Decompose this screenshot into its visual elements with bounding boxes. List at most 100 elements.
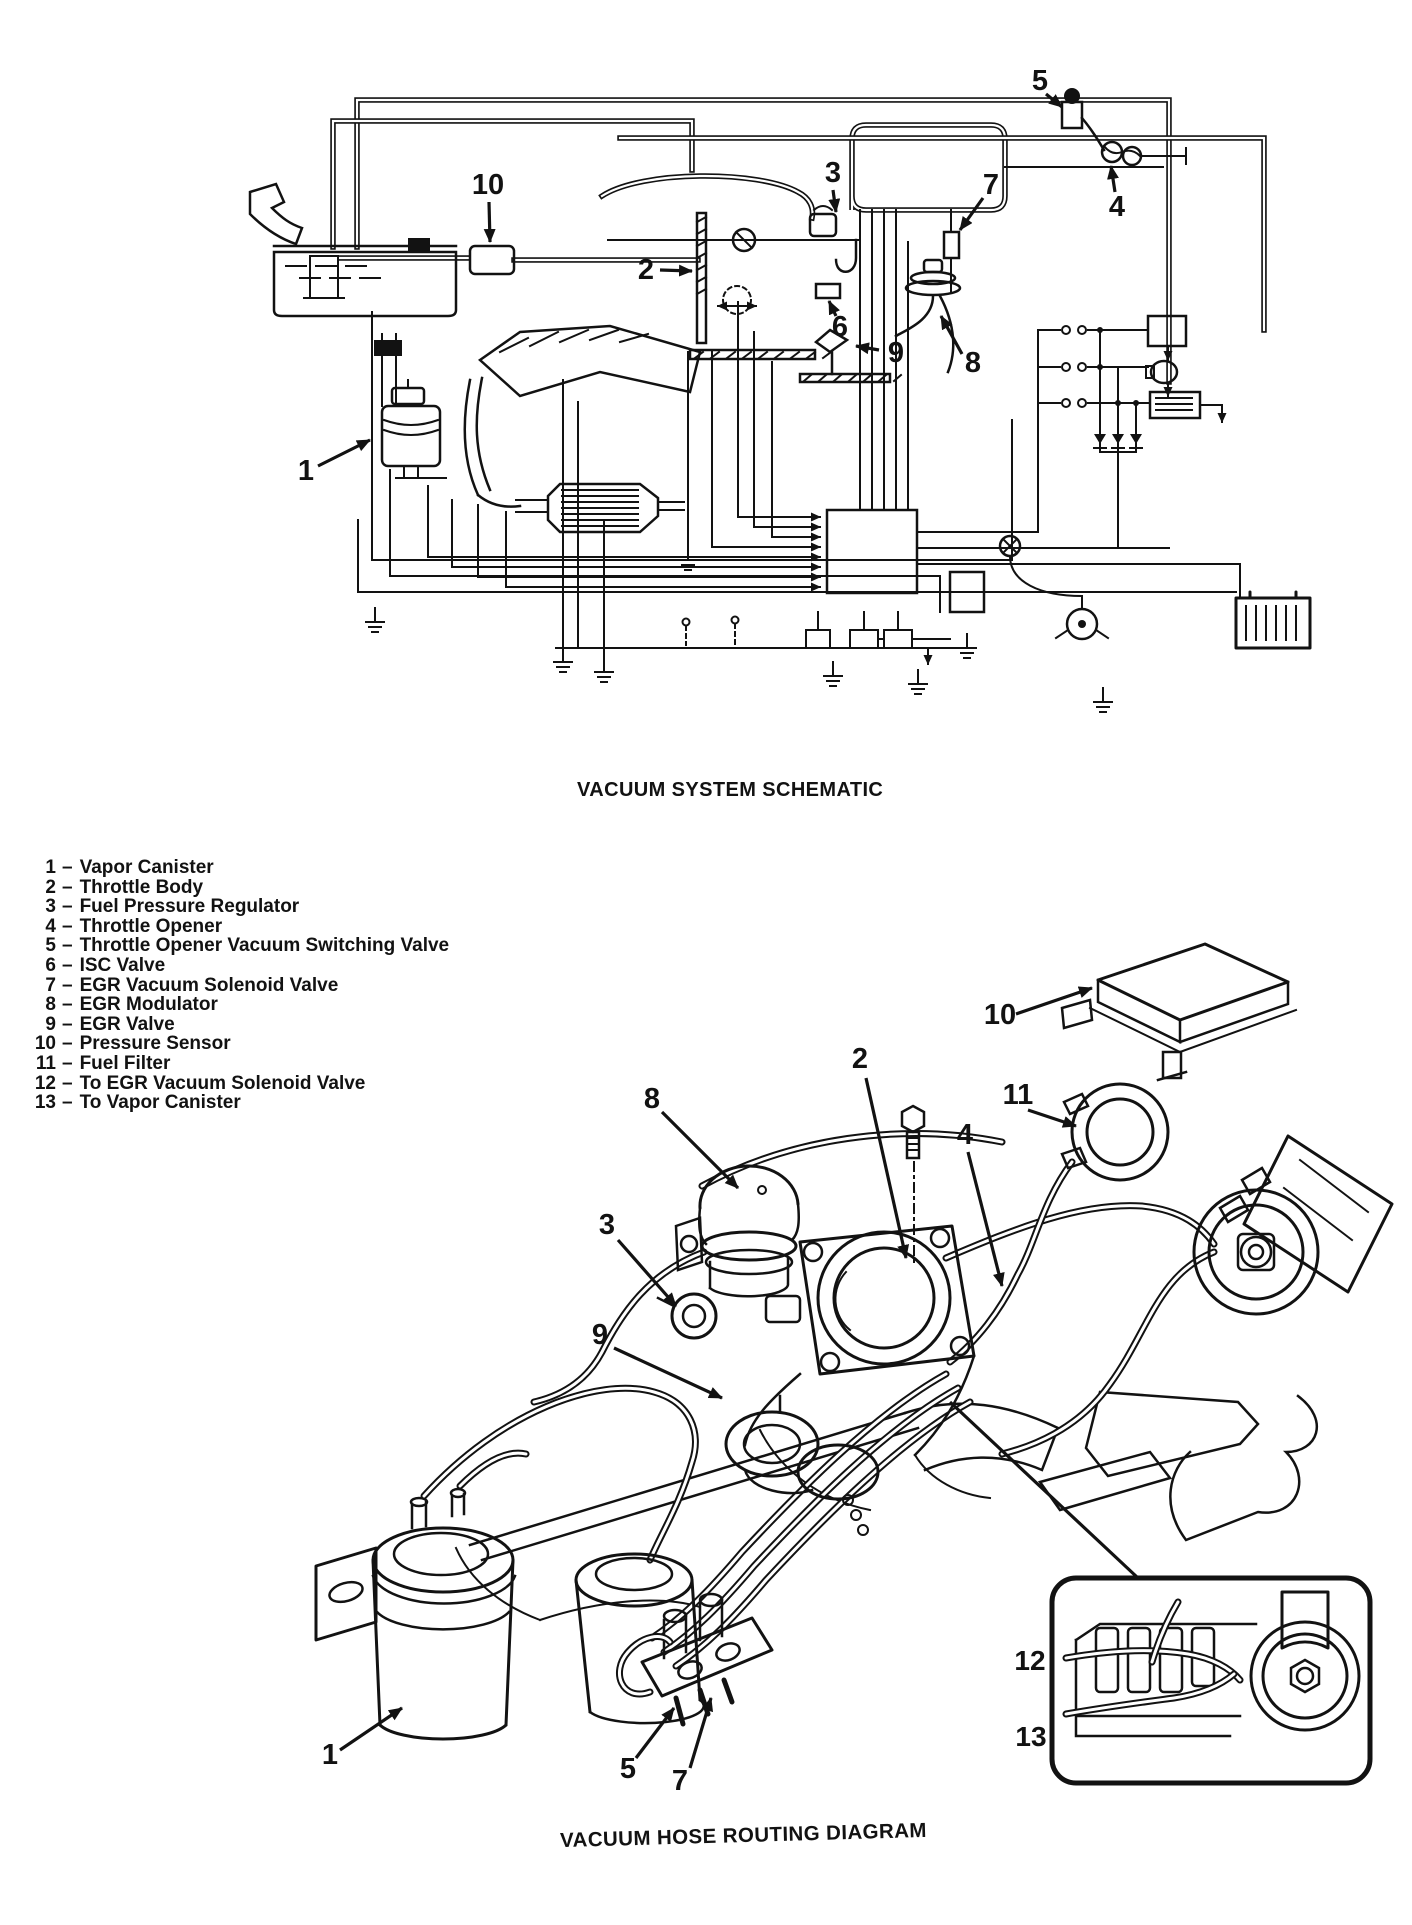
routing-callout-2: 2 (852, 1043, 868, 1075)
wiring-bus (357, 311, 1237, 713)
legend-item: 12 – To EGR Vacuum Solenoid Valve (22, 1072, 449, 1094)
legend-item-label: Throttle Opener Vacuum Switching Valve (79, 935, 450, 957)
routing-callout-8: 8 (644, 1083, 660, 1115)
callout-4-arrow (1107, 165, 1119, 193)
catalytic-converter (546, 482, 685, 534)
relays (805, 570, 986, 665)
legend-item-label: To EGR Vacuum Solenoid Valve (79, 1072, 366, 1094)
routing-callout-8-arrow (660, 1110, 740, 1190)
routing-callout-5: 5 (620, 1753, 636, 1785)
legend-item-number: 2 (45, 876, 56, 898)
callout-4: 4 (1109, 191, 1125, 223)
routing-callout-3-arrow (616, 1238, 678, 1308)
legend-item: 7 – EGR Vacuum Solenoid Valve (22, 974, 449, 996)
legend-item-separator: – (62, 1092, 73, 1114)
legend-item-separator: – (62, 954, 73, 976)
legend-item-separator: – (62, 1013, 73, 1035)
vacuum-hoses (424, 1134, 1214, 1666)
vapor-canister (374, 340, 447, 479)
routing-callout-9-arrow (613, 1346, 723, 1400)
routing-callout-13: 13 (1015, 1721, 1046, 1752)
legend-item: 11 – Fuel Filter (22, 1054, 449, 1074)
legend-item-separator: – (62, 1072, 73, 1094)
legend-item-number: 9 (45, 1013, 56, 1035)
electrical-network (1037, 314, 1227, 549)
legend-item-number: 7 (45, 974, 56, 996)
legend-item-number: 8 (45, 994, 56, 1016)
legend-item: 5 – Throttle Opener Vacuum Switching Val… (22, 936, 449, 956)
legend-item: 1 – Vapor Canister (22, 858, 449, 878)
ignition-coil (998, 534, 1022, 558)
routing-callout-4-arrow (966, 1151, 1005, 1287)
solenoid-valve-bracket (619, 1592, 774, 1727)
throttle-body-routing (743, 1224, 976, 1457)
legend-item: 9 – EGR Valve (22, 1015, 449, 1035)
throttle-opener (1080, 116, 1187, 167)
callout-6-arrow (827, 300, 840, 317)
legend-item-label: Pressure Sensor (79, 1033, 231, 1055)
routing-callout-3: 3 (599, 1209, 615, 1241)
fuel-pressure-regulator-routing (656, 1292, 718, 1340)
vacuum-hose-routing-diagram: 1 2 3 4 5 7 8 9 10 11 12 13 (314, 942, 1394, 1797)
legend-item-number: 3 (45, 896, 56, 918)
callout-3-arrow (828, 189, 841, 213)
routing-callout-10-arrow (1015, 986, 1093, 1016)
routing-callout-9: 9 (592, 1319, 608, 1351)
callout-5-arrow (1044, 92, 1064, 109)
callout-9-arrow (855, 342, 880, 355)
callout-8-arrow (939, 315, 964, 355)
routing-callout-1: 1 (322, 1739, 338, 1771)
legend-item-label: Throttle Opener (79, 915, 223, 937)
legend-item-label: Throttle Body (79, 876, 204, 898)
legend-item-separator: – (62, 876, 73, 898)
routing-callout-1-arrow (339, 1706, 403, 1752)
legend-item-number: 1 (45, 857, 56, 878)
routing-callout-7: 7 (672, 1765, 688, 1797)
callout-10-arrow (483, 201, 496, 243)
legend-item-number: 5 (45, 935, 56, 957)
egr-modulator-routing (674, 1164, 800, 1298)
inset-leader-line (948, 1400, 1140, 1580)
routing-callout-11: 11 (1003, 1079, 1034, 1111)
vacuum-system-schematic: 1 2 3 4 5 6 7 8 9 10 (248, 65, 1312, 713)
egr-modulator (904, 258, 962, 297)
callout-1: 1 (298, 455, 314, 487)
legend-item: 6 – ISC Valve (22, 956, 449, 976)
legend-item-separator: – (62, 935, 73, 957)
callout-9: 9 (888, 337, 904, 369)
routing-callout-5-arrow (634, 1707, 676, 1759)
legend-item-label: ISC Valve (79, 954, 166, 976)
legend-item-separator: – (62, 994, 73, 1016)
legend-item: 8 – EGR Modulator (22, 995, 449, 1015)
routing-callout-10: 10 (984, 999, 1016, 1031)
throttle-opener-vsv (1060, 88, 1084, 130)
legend-item-label: Fuel Pressure Regulator (79, 896, 300, 918)
callout-10: 10 (472, 169, 504, 201)
vapor-canister-routing (314, 1487, 517, 1741)
legend-item-separator: – (62, 915, 73, 937)
routing-callout-4: 4 (957, 1119, 973, 1151)
egr-valve (798, 328, 903, 384)
legend-item-number: 13 (34, 1092, 56, 1114)
battery (1234, 590, 1312, 650)
legend-item-label: EGR Modulator (79, 994, 218, 1016)
legend-item: 10 – Pressure Sensor (22, 1034, 449, 1054)
pressure-sensor (408, 238, 516, 276)
legend-item: 3 – Fuel Pressure Regulator (22, 897, 449, 917)
routing-callout-2-arrow (864, 1077, 910, 1259)
legend-item: 4 – Throttle Opener (22, 917, 449, 937)
legend: 1 – Vapor Canister 2 – Throttle Body 3 –… (22, 858, 449, 1113)
legend-item-label: EGR Valve (79, 1013, 175, 1035)
legend-item-label: Fuel Filter (79, 1052, 171, 1074)
inset-detail-box (948, 1400, 1373, 1786)
egr-valve-routing (724, 1394, 880, 1501)
legend-item: 13 – To Vapor Canister (22, 1093, 449, 1113)
distributor-schematic (1008, 554, 1110, 641)
pressure-sensor-routing (1060, 942, 1298, 1080)
isc-valve (814, 282, 842, 300)
legend-item-number: 11 (35, 1052, 56, 1074)
legend-item-number: 10 (34, 1033, 56, 1055)
callout-1-arrow (317, 438, 371, 468)
